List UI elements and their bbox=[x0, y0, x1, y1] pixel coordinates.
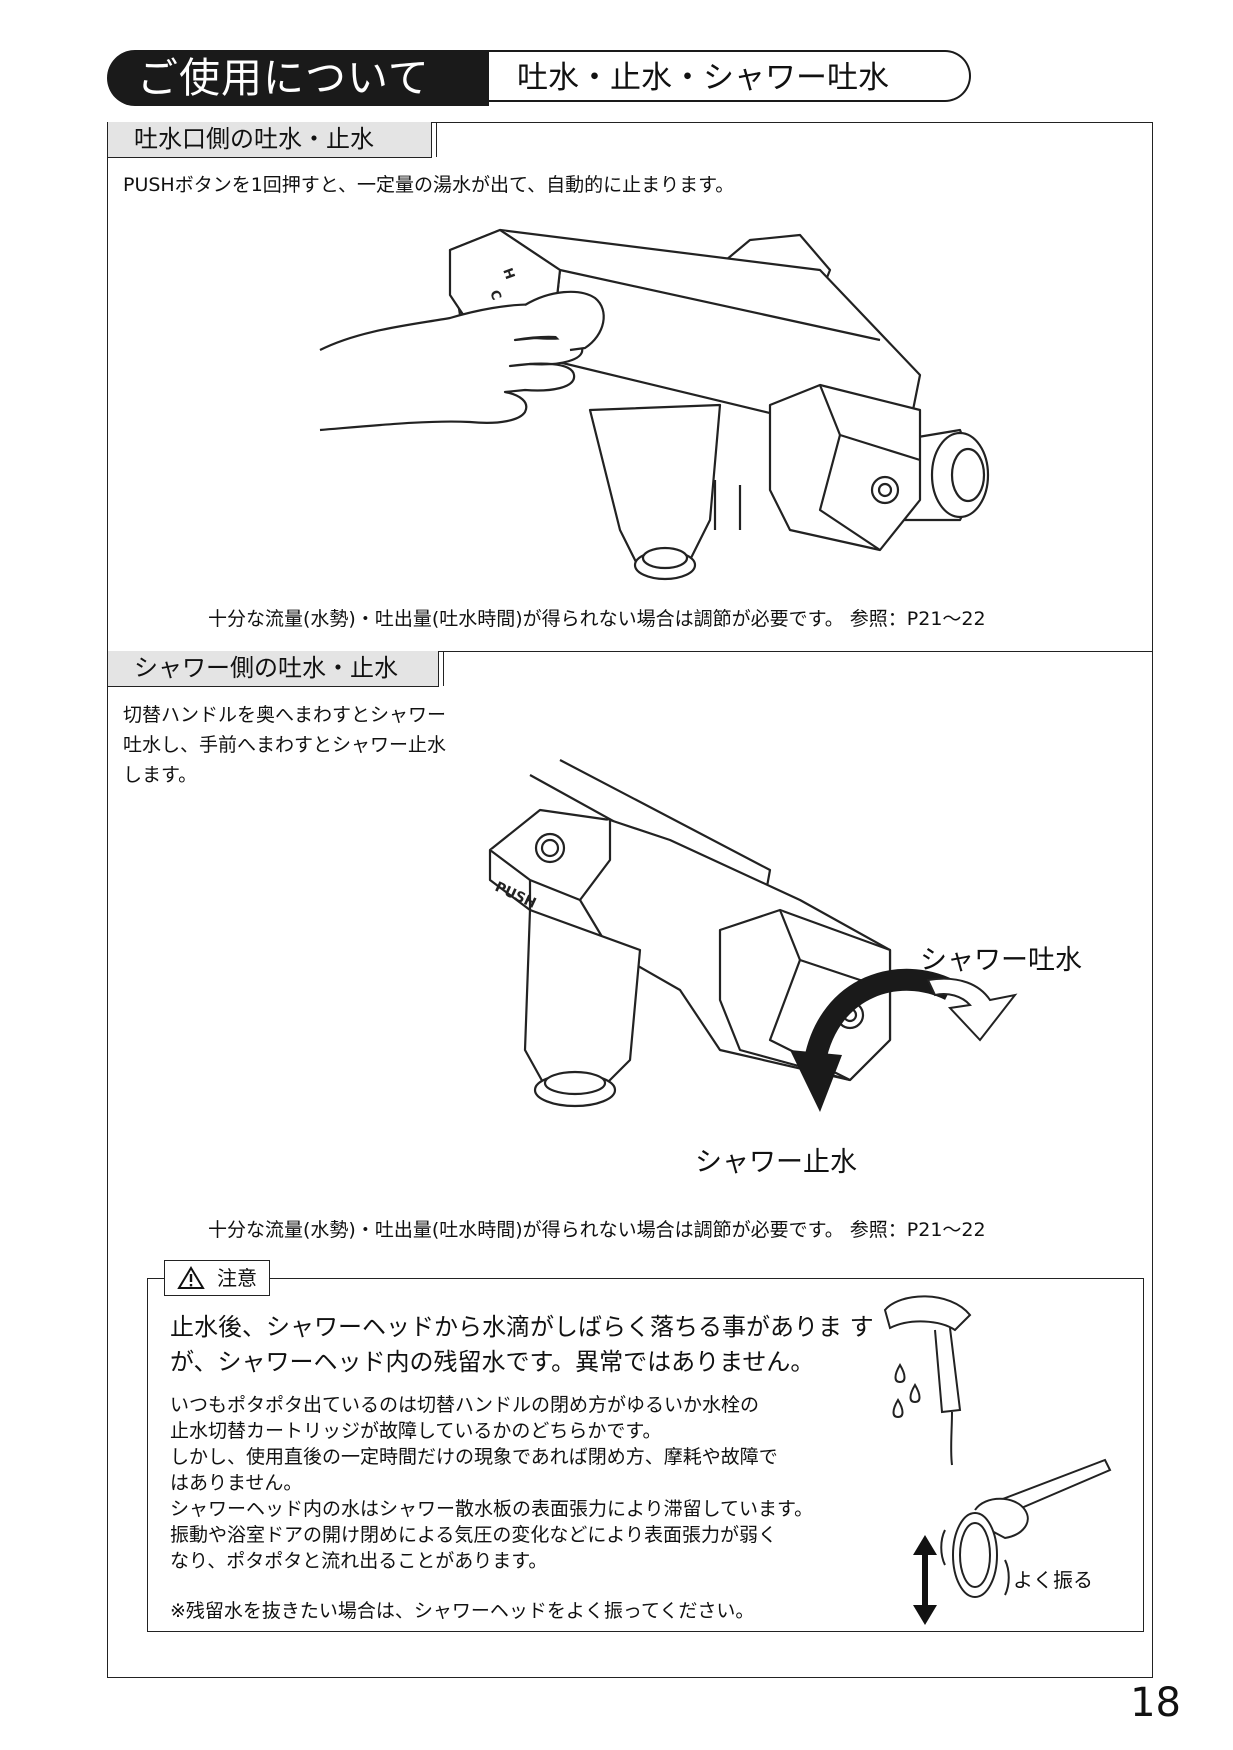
caution-lead: 止水後、シャワーヘッドから水滴がしばらく落ちる事がありま す が、シャワーヘッド… bbox=[170, 1310, 874, 1380]
section2-body: 切替ハンドルを奥へまわすとシャワー 吐水し、手前へまわすとシャワー止水 します。 bbox=[123, 700, 446, 790]
page-title: ご使用について bbox=[107, 50, 489, 106]
faucet-push-illustration: H C bbox=[319, 228, 990, 581]
section1-heading: 吐水口側の吐水・止水 bbox=[107, 122, 437, 158]
section2-body-line: 切替ハンドルを奥へまわすとシャワー bbox=[123, 704, 447, 726]
caution-body: いつもポタポタ出ているのは切替ハンドルの閉め方がゆるいか水栓の 止水切替カートリ… bbox=[170, 1392, 813, 1574]
caution-heading: 注意 bbox=[164, 1260, 270, 1296]
caution-heading-text: 注意 bbox=[217, 1266, 257, 1290]
section2-note: 十分な流量(水勢)・吐出量(吐水時間)が得られない場合は調節が必要です。 参照：… bbox=[208, 1219, 986, 1241]
section1-note: 十分な流量(水勢)・吐出量(吐水時間)が得られない場合は調節が必要です。 参照：… bbox=[208, 608, 986, 630]
caution-body-line: 止水切替カートリッジが故障しているかのどちらかです。 bbox=[170, 1420, 662, 1442]
page-header: ご使用について 吐水・止水・シャワー吐水 bbox=[107, 50, 971, 106]
section2-body-line: します。 bbox=[123, 764, 198, 786]
caution-lead-line: が、シャワーヘッド内の残留水です。異常ではありません。 bbox=[170, 1348, 815, 1376]
faucet-shower-illustration: PUSH bbox=[488, 759, 1018, 1112]
caution-lead-line: 止水後、シャワーヘッドから水滴がしばらく落ちる事がありま す bbox=[170, 1313, 874, 1341]
caution-body-line: シャワーヘッド内の水はシャワー散水板の表面張力により滞留しています。 bbox=[170, 1498, 814, 1520]
caution-body-line: いつもポタポタ出ているのは切替ハンドルの閉め方がゆるいか水栓の bbox=[170, 1394, 760, 1416]
caution-body-line: 振動や浴室ドアの開け閉めによる気圧の変化などにより表面張力が弱く bbox=[170, 1524, 778, 1546]
caution-body-line: なり、ポタポタと流れ出ることがあります。 bbox=[170, 1550, 548, 1572]
page-number: 18 bbox=[1130, 1680, 1181, 1726]
section-divider bbox=[107, 651, 1153, 652]
caution-box bbox=[147, 1278, 1144, 1632]
shake-arrow-icon bbox=[913, 1535, 937, 1625]
shake-label: よく振る bbox=[1013, 1568, 1093, 1592]
hot-label: H bbox=[499, 266, 517, 281]
page-subtitle: 吐水・止水・シャワー吐水 bbox=[489, 50, 971, 102]
shower-shake-illustration bbox=[913, 1458, 1112, 1625]
shower-on-label: シャワー吐水 bbox=[920, 945, 1082, 976]
shower-drip-illustration bbox=[883, 1295, 972, 1466]
rotate-arrow-icon bbox=[790, 968, 1018, 1112]
section1-body: PUSHボタンを1回押すと、一定量の湯水が出て、自動的に止まります。 bbox=[123, 174, 735, 196]
caution-footnote: ※残留水を抜きたい場合は、シャワーヘッドをよく振ってください。 bbox=[170, 1600, 755, 1622]
section2-body-line: 吐水し、手前へまわすとシャワー止水 bbox=[123, 734, 447, 756]
section2-heading: シャワー側の吐水・止水 bbox=[107, 651, 444, 687]
warning-icon bbox=[177, 1266, 205, 1289]
shower-off-label: シャワー止水 bbox=[695, 1147, 857, 1178]
caution-body-line: はありません。 bbox=[170, 1472, 303, 1494]
caution-body-line: しかし、使用直後の一定時間だけの現象であれば閉め方、摩耗や故障で bbox=[170, 1446, 778, 1468]
content-frame bbox=[107, 122, 1153, 1678]
